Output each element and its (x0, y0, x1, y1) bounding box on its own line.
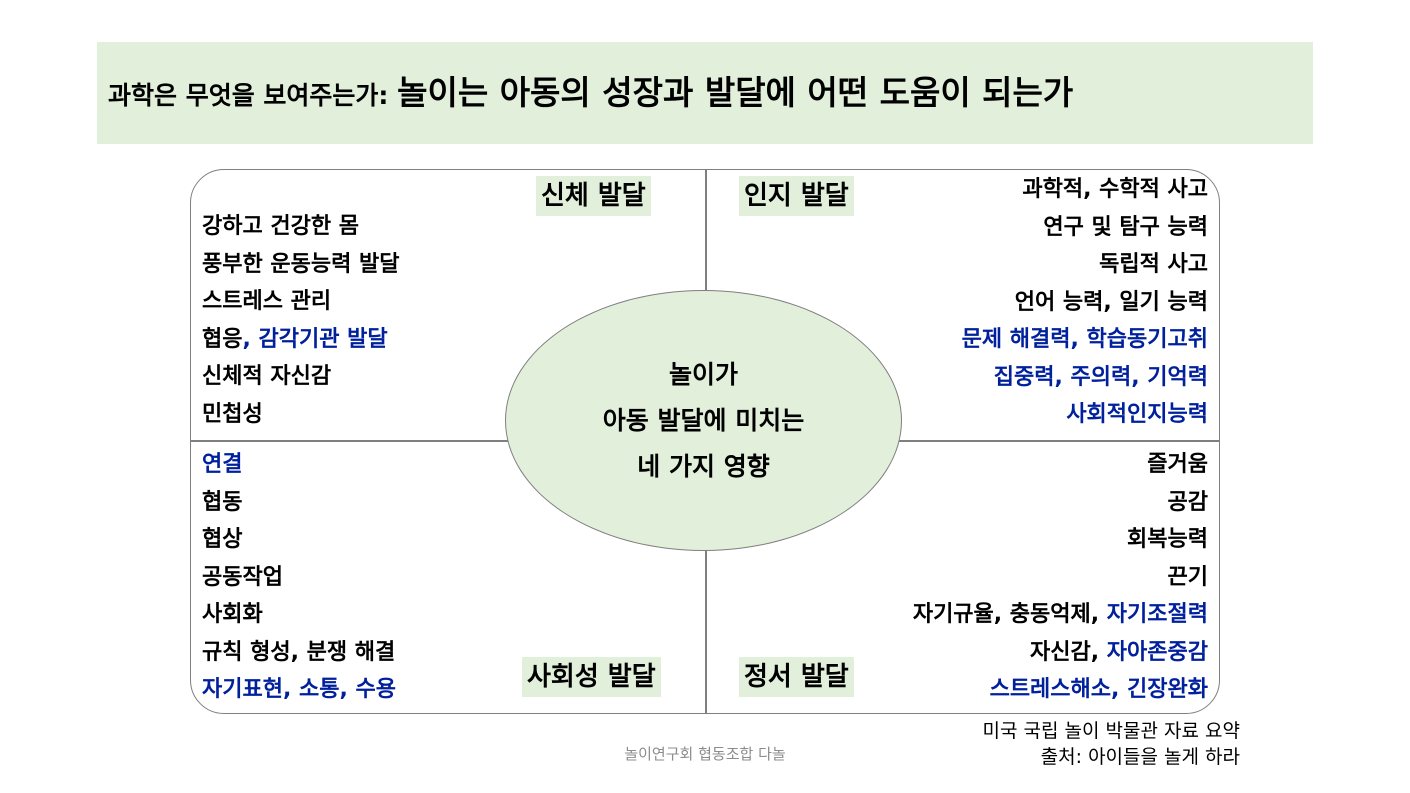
item-text: 독립적 사고 (1099, 252, 1208, 277)
title-band (97, 42, 1313, 144)
page-title: 과학은 무엇을 보여주는가: 놀이는 아동의 성장과 발달에 어떤 도움이 되는… (108, 66, 1073, 114)
item-text-highlight: 자기표현, 소통, 수용 (202, 677, 396, 702)
list-item: 신체적 자신감 (202, 358, 399, 396)
title-main: 놀이는 아동의 성장과 발달에 어떤 도움이 되는가 (397, 73, 1074, 112)
list-item: 자기규율, 충동억제, 자기조절력 (913, 596, 1208, 634)
list-item: 강하고 건강한 몸 (202, 208, 399, 246)
list-item: 회복능력 (913, 521, 1208, 559)
item-text-highlight: 연결 (202, 452, 243, 477)
list-item: 즐거움 (913, 446, 1208, 484)
item-text-highlight: 문제 해결력, 학습동기고취 (961, 327, 1208, 352)
item-text-highlight: , 감각기관 발달 (242, 326, 388, 352)
list-item: 집중력, 주의력, 기억력 (962, 359, 1208, 397)
list-item: 사회화 (202, 596, 396, 634)
list-item: 협동 (202, 484, 396, 522)
item-text-highlight: 자아존중감 (1106, 639, 1208, 665)
list-item: 문제 해결력, 학습동기고취 (962, 321, 1208, 359)
item-text: 즐거움 (1147, 452, 1208, 477)
list-item: 연결 (202, 446, 396, 484)
center-text: 놀이가 아동 발달에 미치는 네 가지 영향 (505, 352, 902, 490)
item-text: 민첩성 (202, 401, 263, 427)
item-text: 협응 (202, 326, 243, 352)
item-text-highlight: 자기조절력 (1106, 602, 1208, 627)
list-item: 자신감, 자아존중감 (913, 634, 1208, 672)
item-text-highlight: 사회적인지능력 (1066, 402, 1208, 427)
list-item: 규칙 형성, 분쟁 해결 (202, 634, 396, 672)
item-text: 협동 (202, 489, 243, 515)
item-text-highlight: 스트레스해소, 긴장완화 (989, 677, 1208, 702)
item-text: 과학적, 수학적 사고 (1022, 177, 1208, 202)
list-item: 사회적인지능력 (962, 396, 1208, 434)
item-text-highlight: 집중력, 주의력, 기억력 (993, 364, 1208, 390)
item-text: 회복능력 (1127, 527, 1208, 552)
item-text: 스트레스 관리 (202, 289, 332, 314)
item-text: 자기규율, 충동억제, (912, 602, 1107, 627)
list-item: 자기표현, 소통, 수용 (202, 671, 396, 709)
item-text: 신체적 자신감 (202, 364, 332, 389)
source-line-1: 미국 국립 놀이 박물관 자료 요약 (982, 720, 1240, 742)
item-text: 협상 (202, 527, 243, 552)
label-physical: 신체 발달 (536, 176, 651, 216)
center-line: 아동 발달에 미치는 (602, 406, 805, 435)
list-item: 스트레스 관리 (202, 283, 399, 321)
list-item: 끈기 (913, 559, 1208, 597)
list-item: 공동작업 (202, 559, 396, 597)
footer-credit: 놀이연구회 협동조합 다놀 (624, 745, 786, 763)
list-item: 협상 (202, 521, 396, 559)
item-text: 끈기 (1167, 564, 1208, 590)
list-item: 풍부한 운동능력 발달 (202, 246, 399, 284)
item-text: 자신감, (1030, 639, 1107, 665)
center-line: 네 가지 영향 (637, 452, 770, 481)
title-prefix: 과학은 무엇을 보여주는가: (108, 81, 398, 110)
item-text: 강하고 건강한 몸 (202, 214, 359, 239)
source-note: 미국 국립 놀이 박물관 자료 요약 출처: 아이들을 놀게 하라 (983, 718, 1240, 770)
item-text: 사회화 (202, 602, 263, 627)
list-item: 과학적, 수학적 사고 (962, 171, 1208, 209)
item-text: 언어 능력, 일기 능력 (1014, 289, 1208, 315)
list-item: 공감 (913, 484, 1208, 522)
list-item: 스트레스해소, 긴장완화 (913, 671, 1208, 709)
label-social: 사회성 발달 (522, 657, 661, 697)
label-emotional: 정서 발달 (739, 657, 854, 697)
center-line: 놀이가 (668, 360, 738, 389)
item-text: 공감 (1167, 489, 1208, 515)
center-ellipse (505, 290, 902, 551)
list-item: 민첩성 (202, 396, 399, 434)
list-item: 연구 및 탐구 능력 (962, 209, 1208, 247)
item-text: 공동작업 (202, 564, 283, 590)
item-text: 연구 및 탐구 능력 (1043, 214, 1208, 240)
item-text: 풍부한 운동능력 발달 (202, 251, 400, 277)
label-cognitive: 인지 발달 (739, 176, 854, 216)
source-line-2: 출처: 아이들을 놀게 하라 (1040, 746, 1240, 768)
list-item: 독립적 사고 (962, 246, 1208, 284)
list-item: 협응, 감각기관 발달 (202, 321, 399, 359)
item-text: 규칙 형성, 분쟁 해결 (202, 639, 396, 665)
list-item: 언어 능력, 일기 능력 (962, 284, 1208, 322)
